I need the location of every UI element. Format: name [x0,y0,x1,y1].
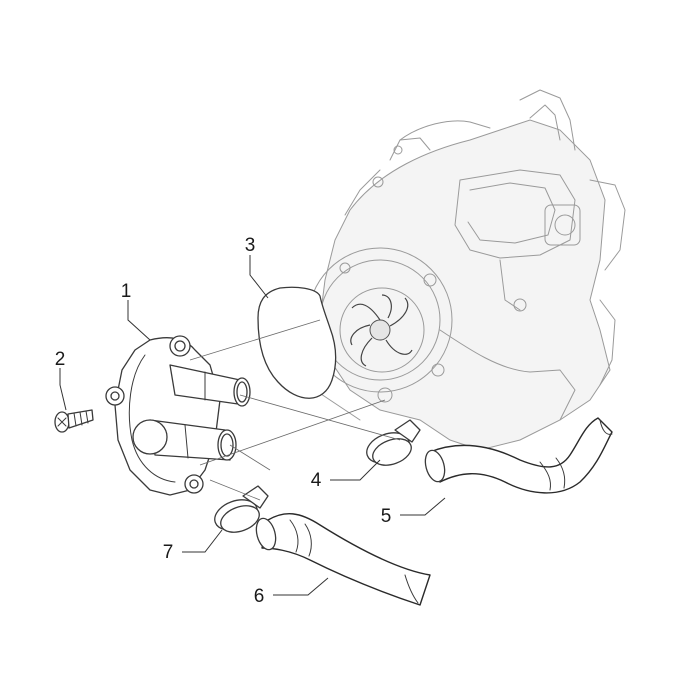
hose-clamp-lower [214,485,269,533]
callout-3: 3 [245,235,256,256]
screw [54,409,94,433]
assembly-guide-lines [189,319,401,501]
callout-6: 6 [254,586,265,607]
callout-labels: 1 2 3 4 5 6 7 [55,235,392,607]
lower-coolant-hose [255,513,431,606]
callout-4: 4 [311,470,322,491]
callout-7: 7 [163,542,174,563]
callout-2: 2 [55,349,66,370]
impeller [350,294,413,367]
engine-housing [299,89,626,451]
hose-clamp-upper [366,419,421,466]
water-pump-cover [105,335,251,496]
o-ring-gasket [257,286,337,399]
callout-1: 1 [121,281,132,302]
leader-lines [59,255,446,596]
callout-5: 5 [381,506,392,527]
upper-coolant-hose [424,417,613,494]
